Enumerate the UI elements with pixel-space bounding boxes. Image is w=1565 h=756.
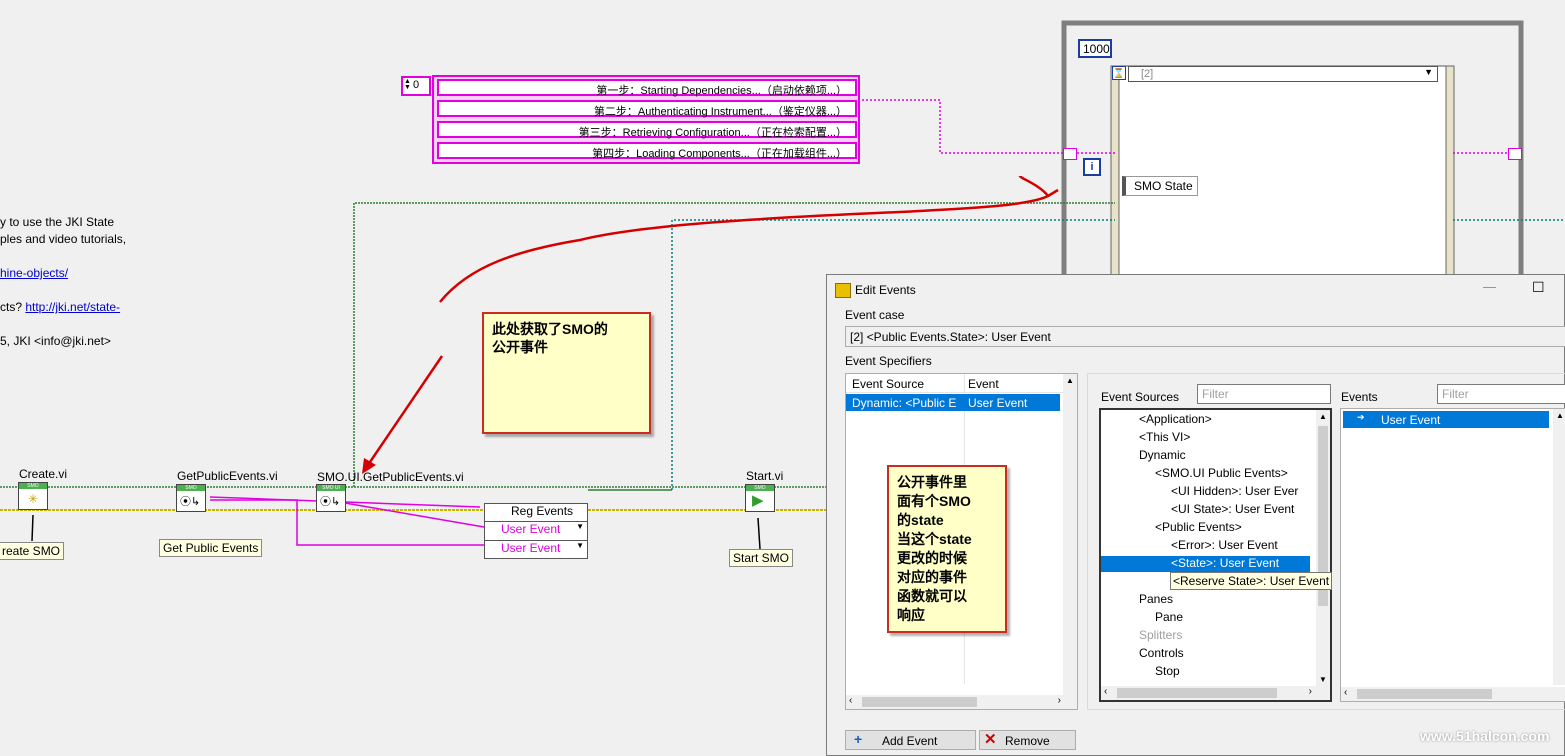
- tree-item[interactable]: Splitters: [1139, 628, 1183, 642]
- events-list-item[interactable]: ➔ User Event: [1343, 411, 1549, 428]
- vertical-scrollbar[interactable]: ▲: [1553, 409, 1565, 685]
- minimize-button[interactable]: —: [1483, 279, 1496, 294]
- tree-item[interactable]: <This VI>: [1139, 430, 1191, 444]
- create-icon: ✳: [28, 492, 39, 506]
- comment-line-4: cts? http://jki.net/state-: [0, 300, 121, 314]
- vertical-scrollbar[interactable]: ▲ ▼: [1316, 410, 1330, 686]
- events-label: Events: [1341, 390, 1378, 404]
- string-array-item[interactable]: 第一步：Starting Dependencies...（启动依赖项...）: [437, 79, 857, 97]
- getpublicevents-vi-label: GetPublicEvents.vi: [177, 469, 278, 483]
- tooltip: <Reserve State>: User Event: [1170, 572, 1333, 590]
- chevron-left-icon: ‹: [849, 695, 853, 706]
- chevron-down-icon: ▼: [1319, 675, 1327, 684]
- tree-item[interactable]: <Public Events>: [1155, 520, 1242, 534]
- event-case-select[interactable]: [2] <Public Events.State>: User Event: [845, 326, 1565, 347]
- chevron-left-icon: ‹: [1104, 686, 1108, 697]
- chevron-right-icon: ›: [1057, 695, 1061, 706]
- labview-icon: [835, 283, 851, 298]
- horizontal-scrollbar[interactable]: ‹ ›: [1101, 686, 1330, 700]
- string-array-item[interactable]: 第二步：Authenticating Instrument...（鉴定仪器...…: [437, 100, 857, 118]
- col-event-source[interactable]: Event Source: [852, 377, 925, 391]
- smo-ui-getpublicevents-vi-label: SMO.UI.GetPublicEvents.vi: [317, 470, 464, 484]
- chevron-right-icon: ›: [1308, 686, 1312, 697]
- event-icon: ⦿↳: [180, 496, 201, 508]
- remove-button[interactable]: ✕ Remove: [979, 730, 1076, 750]
- start-vi-label: Start.vi: [746, 469, 784, 483]
- tree-item[interactable]: <SMO.UI Public Events>: [1155, 466, 1288, 480]
- create-vi[interactable]: SMO✳: [18, 482, 48, 510]
- timeout-constant[interactable]: 1000: [1078, 39, 1112, 58]
- play-icon: ▶: [752, 492, 764, 509]
- events-filter-input[interactable]: Filter: [1437, 384, 1565, 404]
- dropdown-arrow-icon: ▼: [576, 541, 584, 550]
- watermark: www.51halcon.com: [1420, 728, 1550, 744]
- maximize-button[interactable]: ☐: [1532, 279, 1545, 295]
- chevron-left-icon: ‹: [1344, 687, 1348, 698]
- tree-item[interactable]: <UI Hidden>: User Ever: [1171, 484, 1299, 498]
- event-arrow-icon: ➔: [1357, 412, 1365, 422]
- tree-item[interactable]: <Application>: [1139, 412, 1212, 426]
- event-sources-tree: ▲ ▼ ‹ › <Application> <This VI> Dynamic <SM…: [1099, 408, 1332, 702]
- event-structure: [1110, 65, 1455, 282]
- tree-item[interactable]: Stop: [1155, 664, 1180, 678]
- array-index-spinner-icon: ▲▼: [404, 78, 411, 91]
- dropdown-arrow-icon: ▼: [576, 522, 584, 531]
- event-specifiers-label: Event Specifiers: [845, 354, 932, 368]
- iteration-terminal: i: [1083, 158, 1101, 176]
- event-icon: ⦿↳: [320, 496, 341, 508]
- smo-ui-getpublicevents-vi[interactable]: SMO UI⦿↳: [316, 484, 346, 512]
- reg-events-title: Reg Events: [485, 504, 587, 522]
- string-array-item[interactable]: 第四步：Loading Components...（正在加载组件...）: [437, 142, 857, 160]
- tree-item[interactable]: Panes: [1139, 592, 1174, 606]
- dialog-title: Edit Events: [855, 283, 916, 297]
- add-event-button[interactable]: + Add Event: [845, 730, 976, 750]
- getpublicevents-vi[interactable]: SMO⦿↳: [176, 484, 206, 512]
- case-selector[interactable]: [2] ▼: [1128, 66, 1438, 82]
- col-event[interactable]: Event: [968, 377, 999, 391]
- vertical-scrollbar[interactable]: ▲: [1063, 374, 1077, 696]
- tree-item[interactable]: <UI State>: User Event: [1171, 502, 1295, 516]
- tree-item[interactable]: <Error>: User Event: [1171, 538, 1278, 552]
- event-sources-label: Event Sources: [1101, 390, 1180, 404]
- event-case-label: Event case: [845, 308, 905, 322]
- shift-register-right: [1508, 148, 1522, 160]
- horizontal-scrollbar[interactable]: ‹: [1341, 687, 1565, 701]
- specifier-row[interactable]: Dynamic: <Public E User Event: [846, 394, 1060, 411]
- create-smo-caption: reate SMO: [0, 542, 65, 560]
- smo-state-node[interactable]: SMO State: [1122, 176, 1198, 196]
- annotation-note-2: 公开事件里 面有个SMO 的state 当这个state 更改的时候 对应的事件…: [887, 465, 1007, 633]
- get-public-events-caption: Get Public Events: [159, 539, 263, 557]
- start-smo-caption: Start SMO: [729, 549, 794, 567]
- tree-item[interactable]: Pane: [1155, 610, 1184, 624]
- shift-register-left: [1063, 148, 1077, 160]
- tree-item[interactable]: <State>: User Event: [1101, 556, 1310, 572]
- reg-events-row[interactable]: User Event▼: [485, 522, 587, 541]
- annotation-note-1: 此处获取了SMO的 公开事件: [482, 312, 651, 434]
- dropdown-arrow-icon: ▼: [1424, 67, 1433, 77]
- plus-icon: +: [854, 731, 863, 747]
- tree-item[interactable]: Dynamic: [1139, 448, 1186, 462]
- chevron-up-icon: ▲: [1066, 376, 1074, 385]
- comment-line-1: y to use the JKI State: [0, 215, 115, 229]
- create-vi-label: Create.vi: [19, 467, 68, 481]
- comment-link-2[interactable]: http://jki.net/state-: [25, 300, 121, 314]
- start-vi[interactable]: SMO▶: [745, 484, 775, 512]
- comment-line-5: 5, JKI <info@jki.net>: [0, 334, 111, 348]
- close-icon: ✕: [984, 731, 997, 748]
- comment-line-2: ples and video tutorials,: [0, 232, 127, 246]
- reg-events-node[interactable]: Reg Events User Event▼ User Event▼: [484, 503, 588, 559]
- chevron-up-icon: ▲: [1556, 411, 1564, 420]
- tree-item[interactable]: Controls: [1139, 646, 1184, 660]
- reg-events-row[interactable]: User Event▼: [501, 541, 584, 555]
- hourglass-icon: ⌛: [1112, 66, 1126, 80]
- sources-filter-input[interactable]: Filter: [1197, 384, 1331, 404]
- array-index[interactable]: ▲▼ 0: [401, 76, 431, 96]
- string-array-item[interactable]: 第三步：Retrieving Configuration...（正在检索配置..…: [437, 121, 857, 139]
- events-list: ➔ User Event ▲ ‹: [1340, 408, 1565, 702]
- chevron-up-icon: ▲: [1319, 412, 1327, 421]
- horizontal-scrollbar[interactable]: ‹ ›: [846, 695, 1077, 709]
- comment-link-1[interactable]: hine-objects/: [0, 266, 69, 280]
